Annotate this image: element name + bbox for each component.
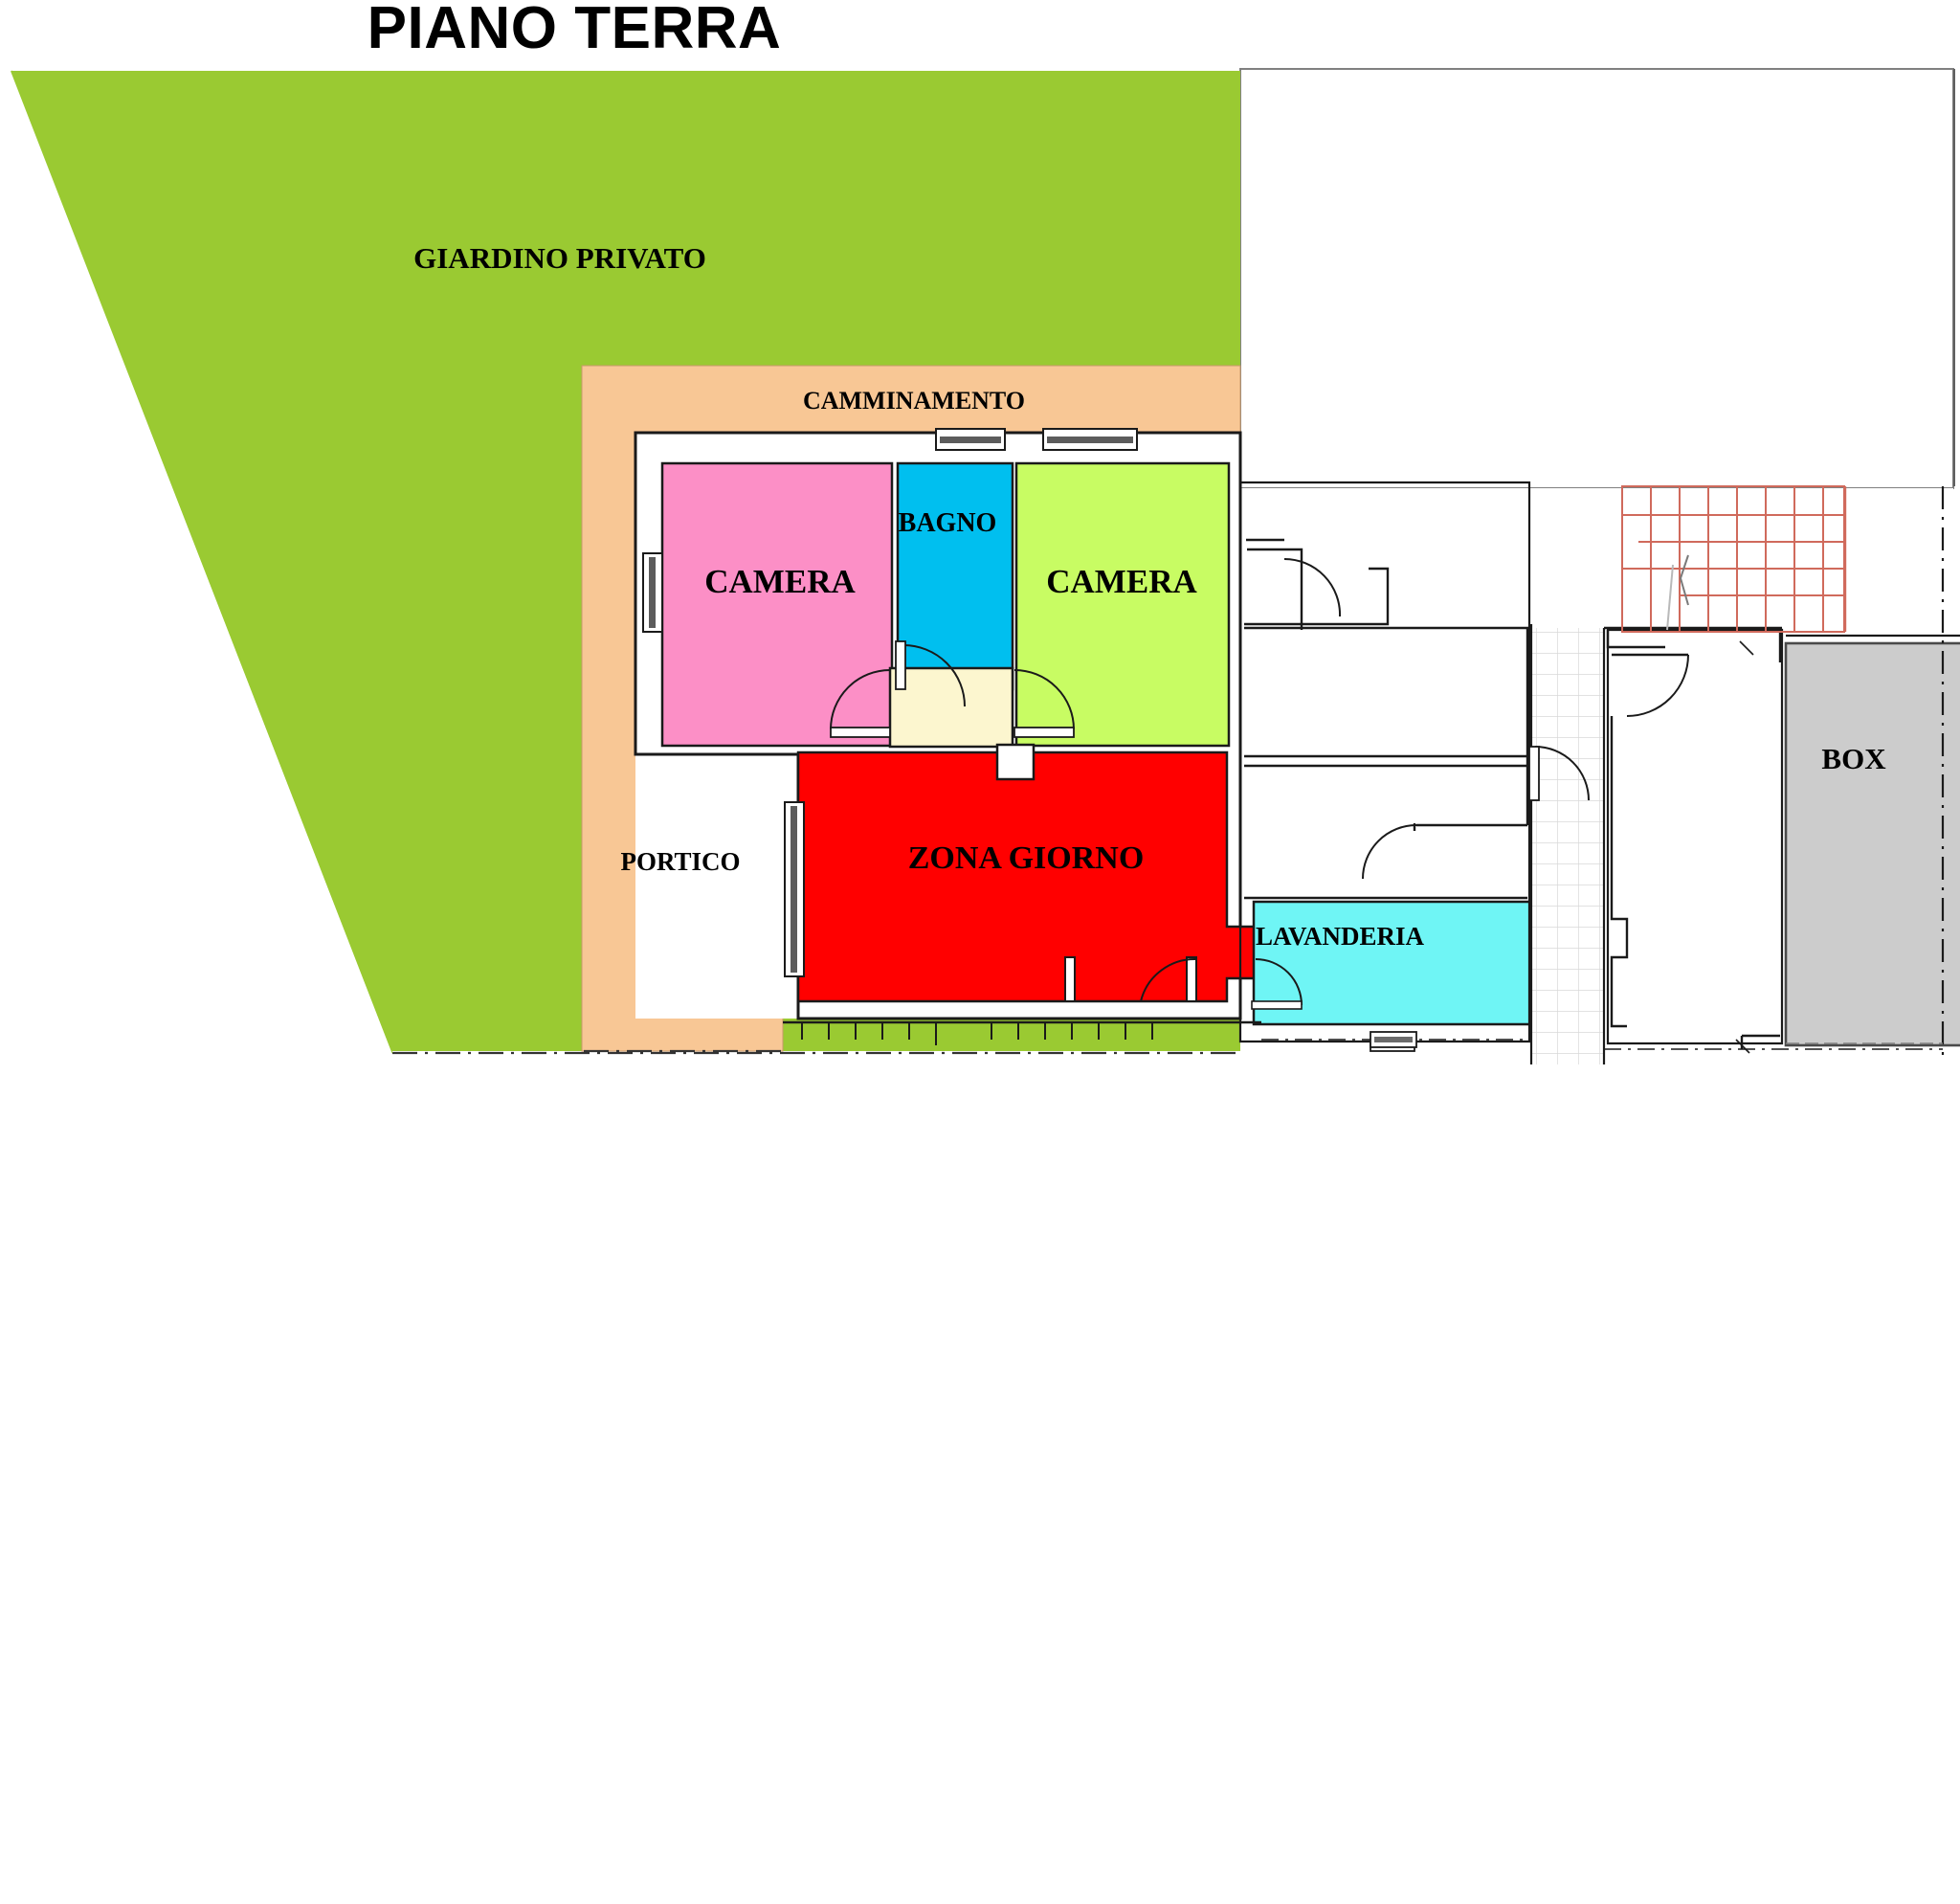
staircase	[1621, 485, 1847, 633]
tiled-corridor	[1528, 624, 1606, 1064]
room-lavanderia	[1251, 900, 1533, 1052]
property-boundary-right	[1941, 69, 1955, 1063]
room-camera-right	[1014, 461, 1231, 748]
room-zona-giorno	[796, 743, 1259, 1003]
room-camera-left	[660, 461, 894, 748]
page-title: PIANO TERRA	[367, 0, 782, 61]
stairwell-and-right-unit	[1604, 485, 1847, 1054]
door-arcs	[830, 640, 1075, 738]
bottom-center-window	[1370, 1031, 1417, 1048]
room-box-garage	[1784, 634, 1960, 1047]
room-disimpegno-hall	[888, 666, 1014, 749]
windows	[642, 428, 1138, 977]
room-bagno	[896, 461, 1014, 691]
neighbour-unit-walls	[1238, 481, 1531, 1043]
